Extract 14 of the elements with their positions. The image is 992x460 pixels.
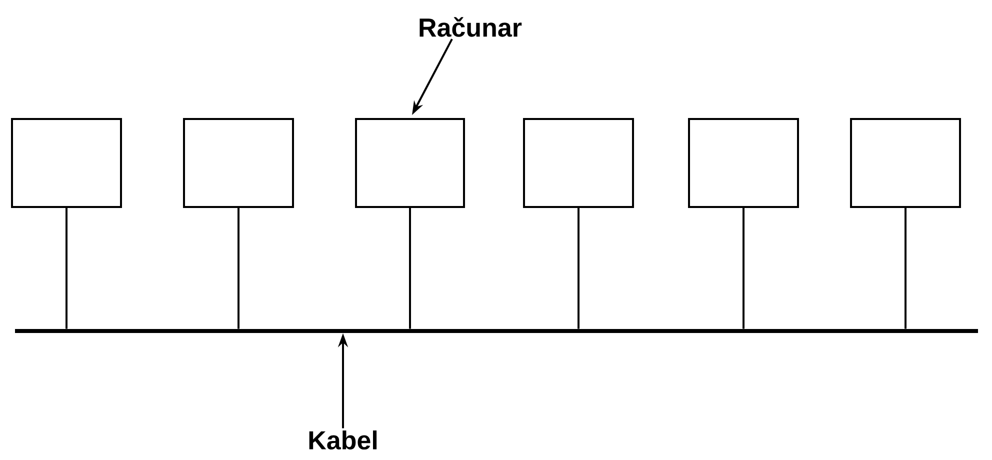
connector-line xyxy=(904,208,907,329)
computer-box xyxy=(183,118,294,208)
computer-box xyxy=(523,118,634,208)
computer-box xyxy=(850,118,962,208)
connector-line xyxy=(66,208,68,329)
computer-box xyxy=(11,118,122,208)
label-text: Kabel xyxy=(309,430,377,450)
connector-line xyxy=(578,208,580,329)
computer-box xyxy=(355,118,465,208)
computer-box xyxy=(688,118,799,208)
label-text: Računar xyxy=(420,17,522,37)
connector-line xyxy=(409,208,411,329)
connector-line xyxy=(238,208,240,329)
connector-line xyxy=(742,208,744,329)
